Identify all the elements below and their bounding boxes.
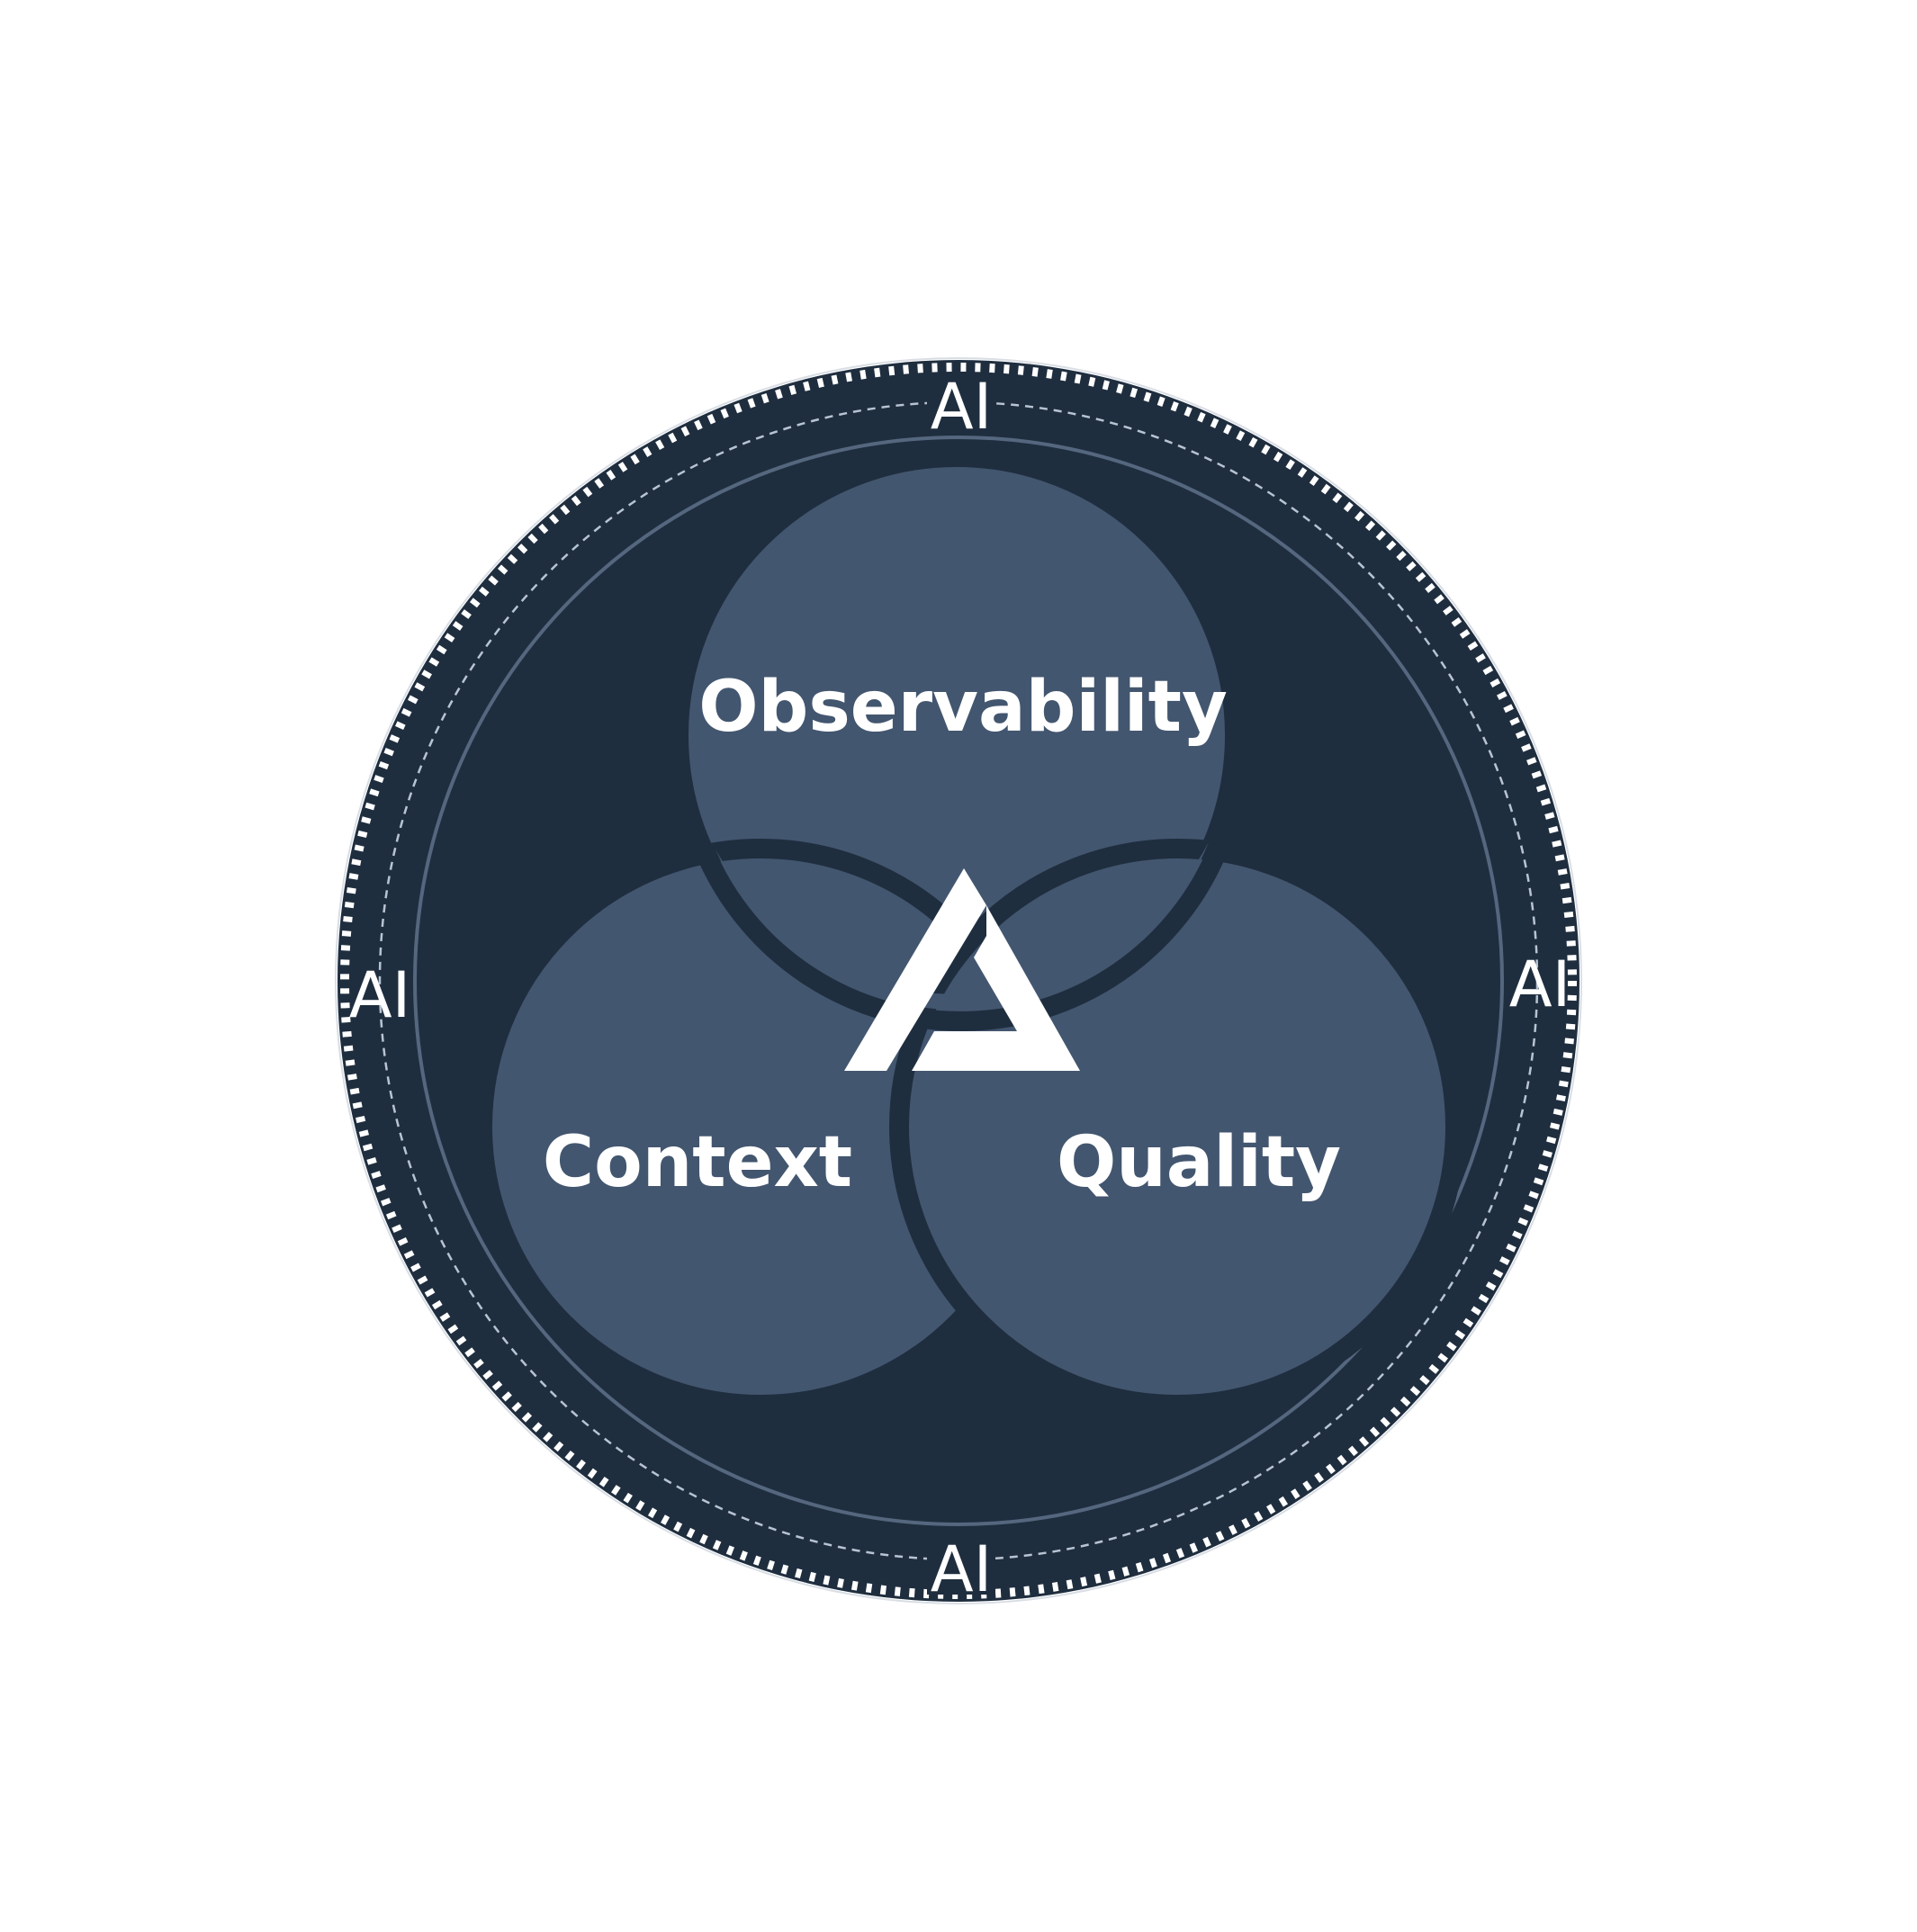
ai-label-bottom: AI [931,1532,993,1606]
circle-observability-overlap-fill [716,842,1209,1011]
circle-observability-overlap [696,841,1229,1031]
tick-ring [340,363,1577,1599]
ai-label-left: AI [349,958,411,1032]
label-observability: Observability [698,667,1228,748]
outer-outline [335,357,1582,1604]
ai-label-top-backdrop [927,378,995,432]
label-context: Context [543,1122,852,1203]
ai-label-right: AI [1509,948,1571,1021]
ai-label-top: AI [931,370,993,444]
label-quality: Quality [1057,1122,1341,1203]
ai-label-bottom-backdrop [927,1541,995,1595]
inner-ring [413,436,1504,1526]
triangle-logo-icon [844,868,1080,1071]
